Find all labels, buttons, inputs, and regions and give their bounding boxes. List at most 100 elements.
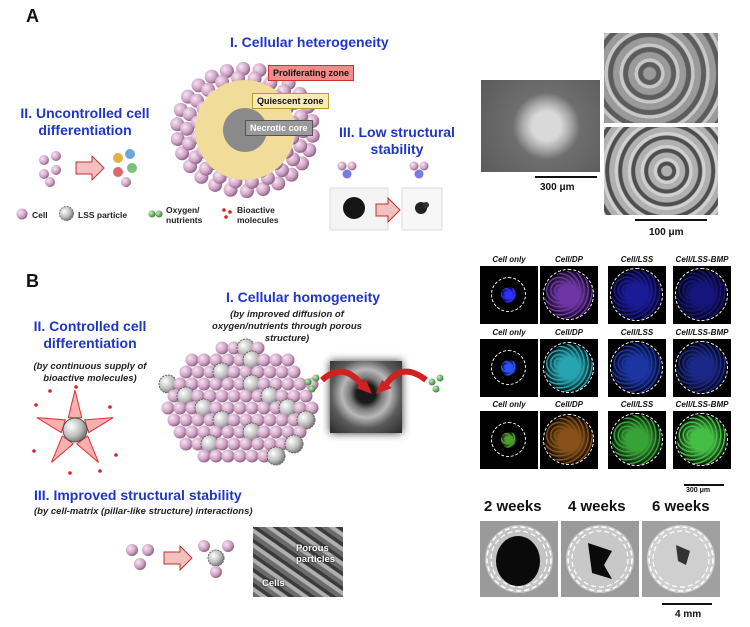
fluorescence-scale-bar: [684, 484, 724, 486]
spheroid-cell: [271, 176, 286, 191]
fluorescence-column-header: Cell/LSS: [620, 328, 654, 337]
microct-scale-label: 4 mm: [675, 609, 702, 620]
fluorescence-image: [480, 411, 538, 469]
spheroid-cell: [221, 353, 235, 367]
spheroid-cell: [197, 377, 211, 391]
spheroid-cell: [209, 377, 223, 391]
spheroid-cell: [245, 401, 259, 415]
fluorescence-image: [673, 339, 731, 397]
uncontrolled-differentiation-title: II. Uncontrolled cell differentiation: [20, 105, 150, 138]
proliferating-zone-label: Proliferating zone: [268, 65, 355, 81]
spheroid-cell: [173, 401, 187, 415]
scale-300-label: 300 μm: [540, 182, 575, 193]
spheroid-cell: [227, 437, 241, 451]
fluorescence-image: [608, 266, 666, 324]
uncontrolled-diff-diagram: [39, 149, 137, 187]
bioactive-legend-icon: [222, 208, 232, 219]
spheroid-cell: [173, 425, 187, 439]
spheroid-cell: [175, 146, 190, 161]
spheroid-cell: [281, 377, 295, 391]
fluorescence-column-header: Cell only: [492, 328, 526, 337]
necrotic-core-label: Necrotic core: [245, 120, 313, 136]
fluorescence-image: [480, 339, 538, 397]
fluorescence-column-header: Cell/DP: [554, 328, 583, 337]
fluorescence-image: [673, 411, 731, 469]
spheroid-cell: [245, 449, 259, 463]
spheroid-cell: [197, 353, 211, 367]
spheroid-cell: [221, 449, 235, 463]
spheroid-cell: [239, 437, 253, 451]
spheroid-cell: [167, 413, 181, 427]
spheroid-cell: [179, 365, 193, 379]
scale-bar-100: [635, 219, 707, 221]
spheroid-cell: [251, 413, 265, 427]
homogeneity-subtitle: (by improved diffusion of oxygen/nutrien…: [212, 309, 362, 344]
fluorescence-column-header: Cell/LSS: [620, 400, 654, 409]
cells-label: Cells: [262, 578, 285, 589]
fluorescence-column-header: Cell only: [492, 255, 526, 264]
sem-surface-image-bottom: [604, 127, 718, 215]
spheroid-cell: [281, 353, 295, 367]
spheroid-cell: [209, 449, 223, 463]
cellular-heterogeneity-title: I. Cellular heterogeneity: [230, 34, 389, 50]
fluorescence-column-header: Cell only: [492, 400, 526, 409]
lss-particle: [296, 410, 316, 430]
improved-stability-diagram: [126, 540, 234, 578]
spheroid-cell: [305, 401, 319, 415]
spheroid-cell: [185, 425, 199, 439]
spheroid-cell: [170, 132, 185, 147]
scale-bar-300: [535, 176, 597, 178]
fluorescence-column-header: Cell/DP: [554, 400, 583, 409]
cell-matrix-sem-image: [253, 527, 343, 597]
fluorescence-column-header: Cell/LSS-BMP: [675, 255, 729, 264]
spheroid-cell: [275, 413, 289, 427]
bioactive-release-particle: [32, 385, 118, 475]
homogeneous-spheroid: [158, 338, 319, 466]
fluorescence-image: [480, 266, 538, 324]
spheroid-cell: [293, 425, 307, 439]
cellular-homogeneity-title: I. Cellular homogeneity: [226, 289, 381, 305]
spheroid-cell: [299, 389, 313, 403]
spheroid-cell: [179, 413, 193, 427]
microct-scale-bar: [662, 603, 712, 605]
spheroid-cell: [215, 341, 229, 355]
spheroid-cell: [287, 389, 301, 403]
week-4-label: 4 weeks: [568, 498, 626, 515]
spheroid-cell: [227, 365, 241, 379]
spheroid-cell: [191, 413, 205, 427]
porous-particles-label: Porous particles: [296, 543, 336, 565]
release-spike: [67, 389, 83, 419]
spheroid-cell: [227, 413, 241, 427]
spheroid-cell: [215, 389, 229, 403]
scale-100-label: 100 μm: [649, 227, 684, 238]
spheroid-cell: [257, 353, 271, 367]
spheroid-cell: [227, 389, 241, 403]
spheroid-cell: [263, 413, 277, 427]
spheroid-cell: [179, 437, 193, 451]
spheroid-cell: [257, 401, 271, 415]
sem-spheroid-image: [481, 80, 600, 172]
fluorescence-image: [608, 411, 666, 469]
fluorescence-scale-label: 300 μm: [686, 487, 711, 494]
spheroid-cell: [269, 425, 283, 439]
spheroid-cell: [251, 341, 265, 355]
lss-particle-legend-icon: [59, 206, 74, 221]
spheroid-cell: [221, 377, 235, 391]
spheroid-cell: [215, 437, 229, 451]
legend-lss: LSS particle: [78, 210, 128, 220]
spheroid-cell: [256, 181, 271, 196]
spheroid-cell: [263, 365, 277, 379]
spheroid-cell: [269, 353, 283, 367]
spheroid-cell: [197, 449, 211, 463]
spheroid-cell: [293, 377, 307, 391]
spheroid-cell: [233, 449, 247, 463]
release-spike: [83, 417, 114, 434]
microct-images: [480, 521, 720, 597]
stability-subtitle: (by cell-matrix (pillar-like structure) …: [34, 506, 253, 517]
spheroid-cell: [191, 365, 205, 379]
spheroid-cell: [275, 365, 289, 379]
sem-surface-image-top: [604, 33, 718, 123]
fluorescence-column-header: Cell/LSS-BMP: [675, 328, 729, 337]
lss-particle: [266, 446, 286, 466]
low-stability-diagram: [329, 161, 443, 231]
